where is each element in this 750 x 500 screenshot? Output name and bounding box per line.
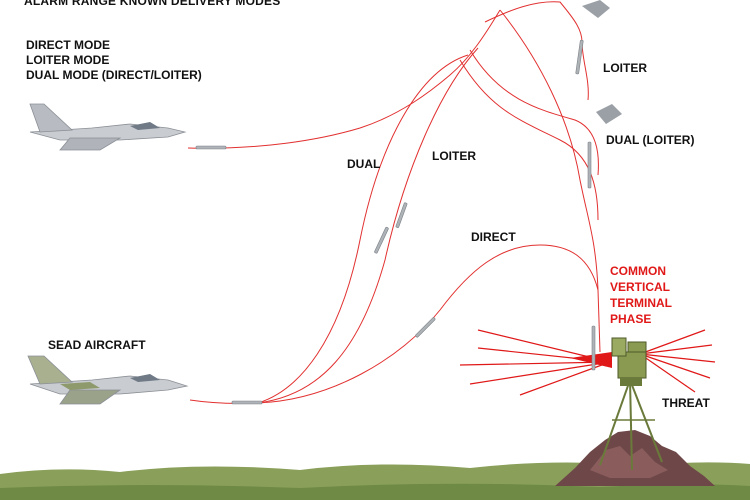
mode-direct: DIRECT MODE xyxy=(26,38,110,52)
trajectory-loiter-vertical xyxy=(499,9,599,291)
trajectory-descent-right xyxy=(484,1,589,101)
terminal-line-1: COMMON xyxy=(610,264,666,278)
label-loiter-right: LOITER xyxy=(603,61,647,75)
label-threat: THREAT xyxy=(662,396,710,410)
mode-dual: DUAL MODE (DIRECT/LOITER) xyxy=(26,68,202,82)
label-dual-loiter: DUAL (LOITER) xyxy=(606,133,695,147)
terminal-line-2: VERTICAL xyxy=(610,280,670,294)
trajectory-upper-launch xyxy=(187,9,501,149)
terminal-line-3: TERMINAL xyxy=(610,296,672,310)
threat-emission-rays xyxy=(459,329,716,396)
aircraft-icon xyxy=(29,103,187,151)
trajectory-dual xyxy=(257,54,469,404)
label-direct: DIRECT xyxy=(471,230,516,244)
trajectory-loiter xyxy=(257,47,479,404)
trajectory-lines xyxy=(187,1,601,404)
trajectory-direct xyxy=(257,244,601,404)
label-sead-aircraft: SEAD AIRCRAFT xyxy=(48,338,146,352)
diagram-title: ALARM RANGE KNOWN DELIVERY MODES xyxy=(24,0,281,8)
mode-loiter: LOITER MODE xyxy=(26,53,110,67)
trajectory-descent-mid xyxy=(469,49,599,176)
trajectory-descent-left xyxy=(459,59,599,221)
label-dual: DUAL xyxy=(347,157,381,171)
parachute-icon xyxy=(582,0,622,124)
ground-shade xyxy=(0,483,750,500)
missile-icon xyxy=(195,39,596,405)
radar-threat-icon xyxy=(599,337,663,471)
label-loiter-path: LOITER xyxy=(432,149,476,163)
threat-emission-cone xyxy=(570,352,612,368)
terminal-line-4: PHASE xyxy=(610,312,652,326)
threat-mound-highlight xyxy=(590,446,668,478)
aircraft-icon xyxy=(27,355,189,405)
